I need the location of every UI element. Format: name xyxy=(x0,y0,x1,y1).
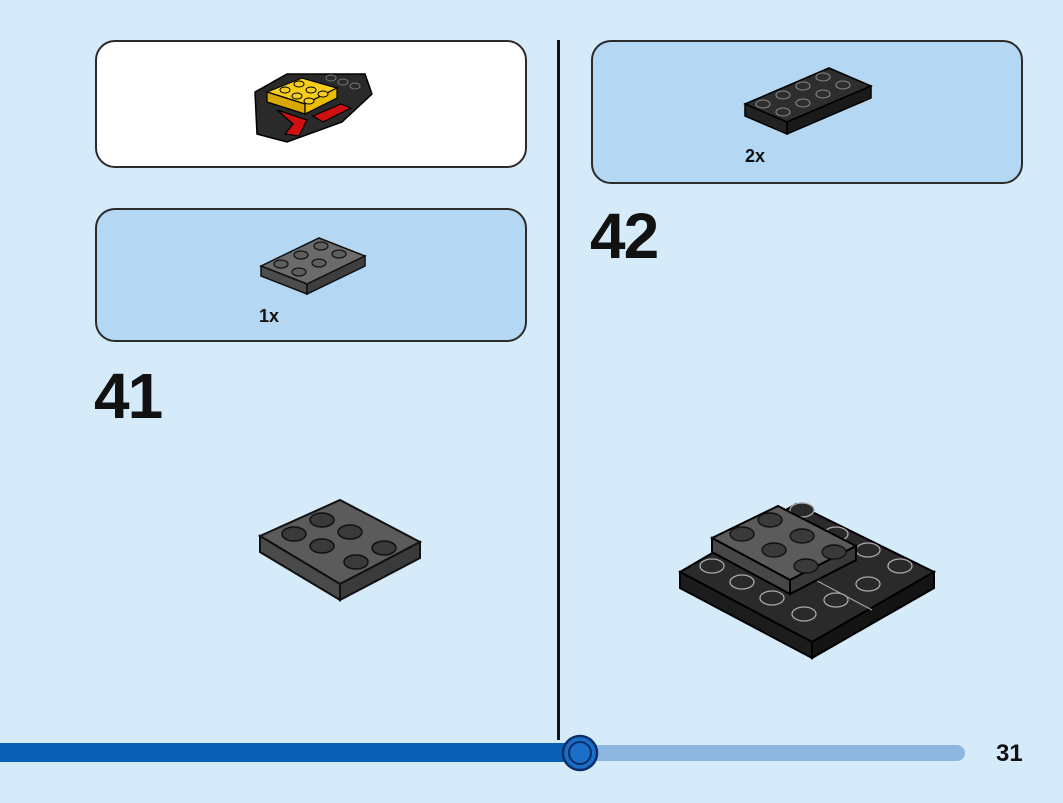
part-quantity: 2x xyxy=(745,146,766,166)
black-plate-2x4-icon xyxy=(743,67,873,136)
parts-list-step-42: 2x xyxy=(591,40,1023,184)
progress-indicator-icon xyxy=(561,734,599,772)
page-number: 31 xyxy=(996,740,1023,767)
progress-bar-remaining xyxy=(580,745,965,761)
step-number: 42 xyxy=(590,200,659,272)
page-divider xyxy=(557,40,560,740)
submodel-illustration xyxy=(254,73,373,143)
step-41-illustration xyxy=(257,498,423,602)
parts-list-step-41: 1x xyxy=(95,208,527,342)
progress-bar-completed xyxy=(0,743,580,762)
part-quantity: 1x xyxy=(259,306,280,326)
dark-gray-plate-2x3-icon xyxy=(259,237,367,296)
step-number: 41 xyxy=(94,360,163,432)
submodel-callout xyxy=(95,40,527,168)
step-42-illustration xyxy=(677,502,937,660)
